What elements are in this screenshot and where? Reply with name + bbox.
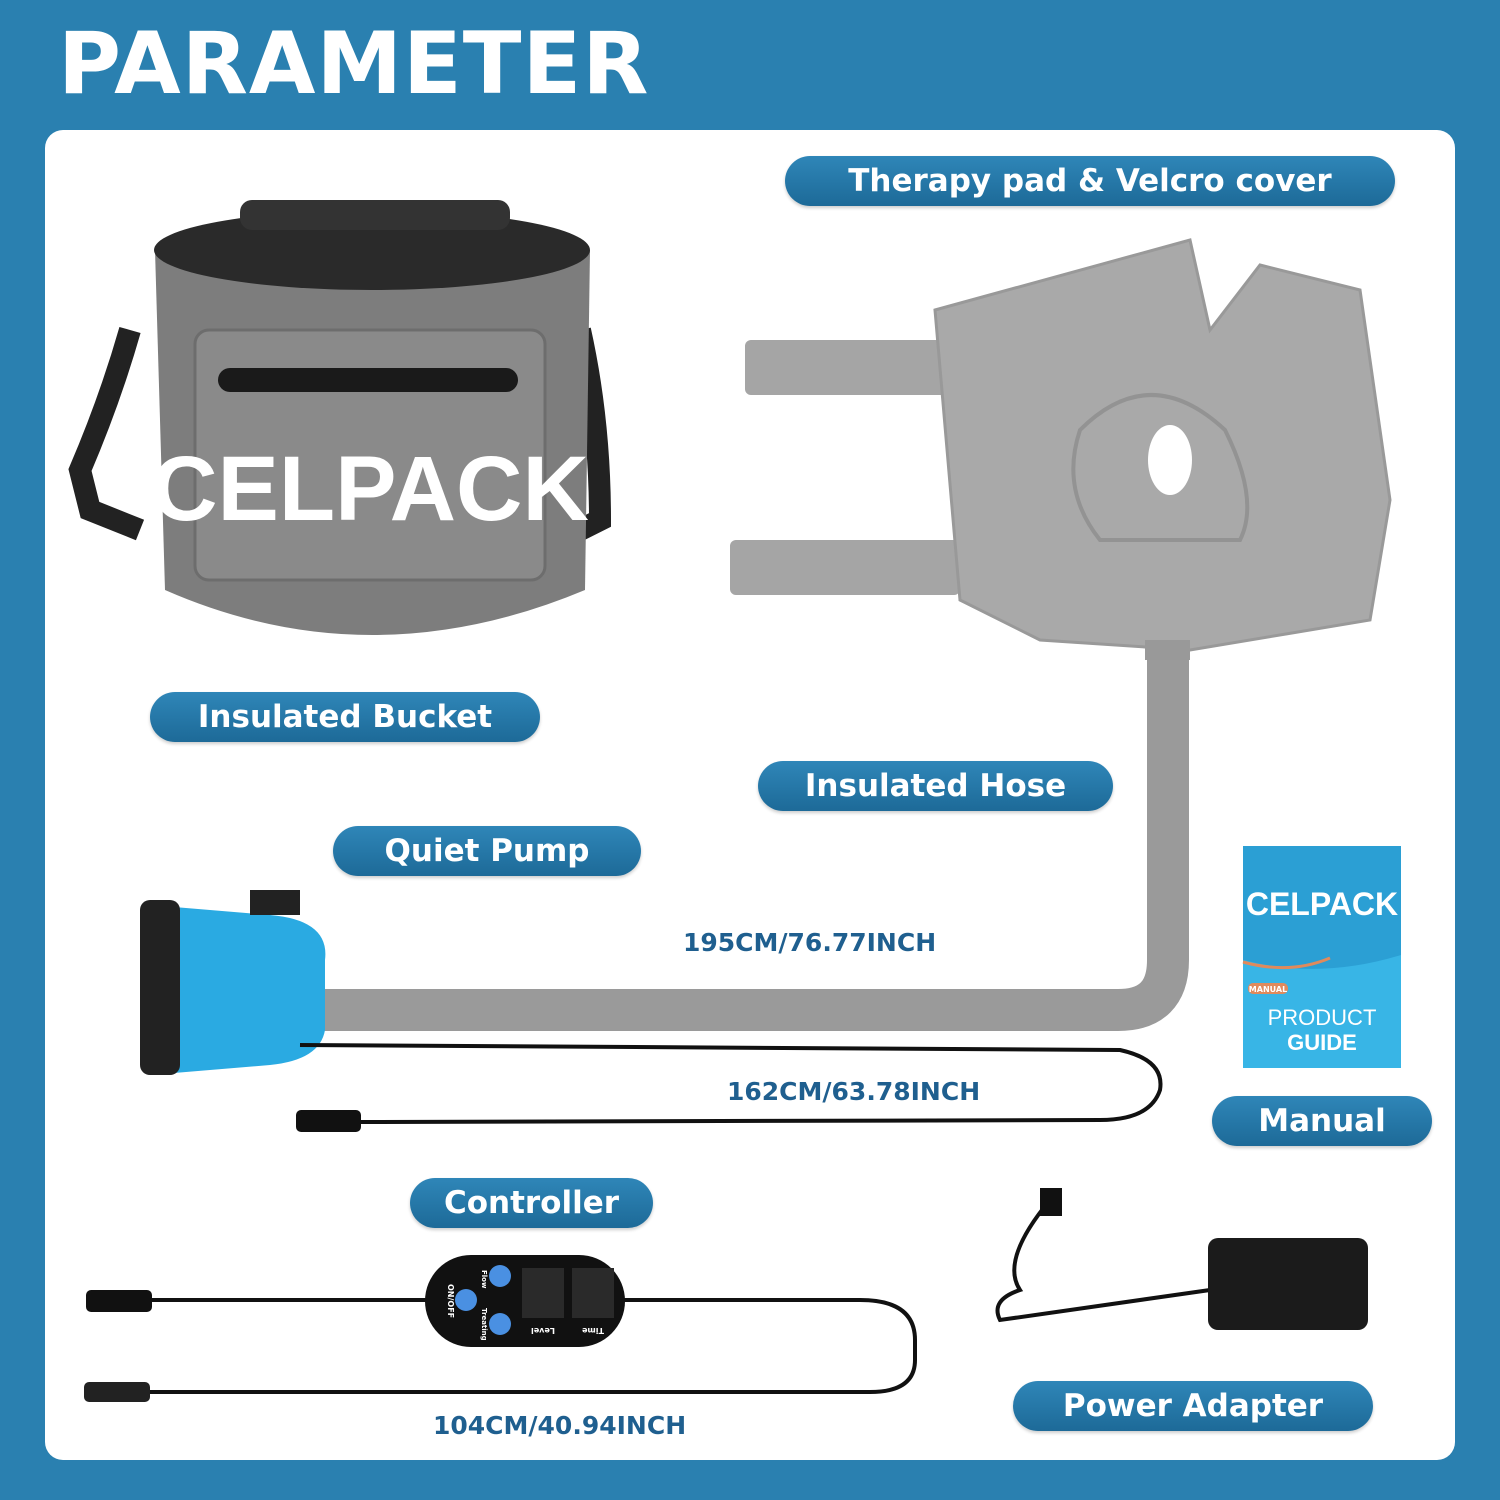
page-title: PARAMETER — [58, 14, 650, 114]
therapy-pad-image — [730, 238, 1392, 660]
label-insulated-hose: Insulated Hose — [758, 761, 1113, 811]
label-quiet-pump: Quiet Pump — [333, 826, 641, 876]
label-controller: Controller — [410, 1178, 653, 1228]
manual-image: CELPACK MANUAL PRODUCT GUIDE — [1242, 846, 1401, 1068]
level-label: Level — [531, 1326, 555, 1335]
insulated-hose-image — [290, 660, 1189, 1031]
power-button[interactable] — [455, 1289, 477, 1311]
level-display — [522, 1268, 564, 1318]
manual-line1: PRODUCT — [1268, 1005, 1377, 1030]
pump-cable-connector — [296, 1110, 361, 1132]
manual-brand: CELPACK — [1246, 886, 1398, 922]
flow-label: Flow — [480, 1270, 488, 1289]
power-label: ON/OFF — [446, 1284, 455, 1318]
controller-image: Flow ON/OFF Treating Level Time — [84, 1255, 917, 1402]
bucket-brand-logo: CELPACK — [151, 438, 589, 540]
insulated-bucket-image: CELPACK — [68, 200, 612, 635]
label-insulated-bucket: Insulated Bucket — [150, 692, 540, 742]
label-manual: Manual — [1212, 1096, 1432, 1146]
pump-cable-length: 162CM/63.78INCH — [727, 1077, 981, 1106]
label-power-adapter: Power Adapter — [1013, 1381, 1373, 1431]
treating-button[interactable] — [489, 1313, 511, 1335]
treating-label: Treating — [480, 1308, 488, 1341]
power-adapter-image — [995, 1188, 1368, 1330]
label-therapy-pad: Therapy pad & Velcro cover — [785, 156, 1395, 206]
controller-cable-length: 104CM/40.94INCH — [433, 1411, 687, 1440]
flow-button[interactable] — [489, 1265, 511, 1287]
manual-line2: GUIDE — [1287, 1030, 1357, 1055]
pump-cable — [299, 1043, 1163, 1124]
quiet-pump-image — [140, 890, 326, 1075]
hose-length: 195CM/76.77INCH — [683, 928, 937, 957]
manual-tag: MANUAL — [1249, 985, 1287, 994]
time-display — [572, 1268, 614, 1318]
time-label: Time — [581, 1326, 604, 1335]
